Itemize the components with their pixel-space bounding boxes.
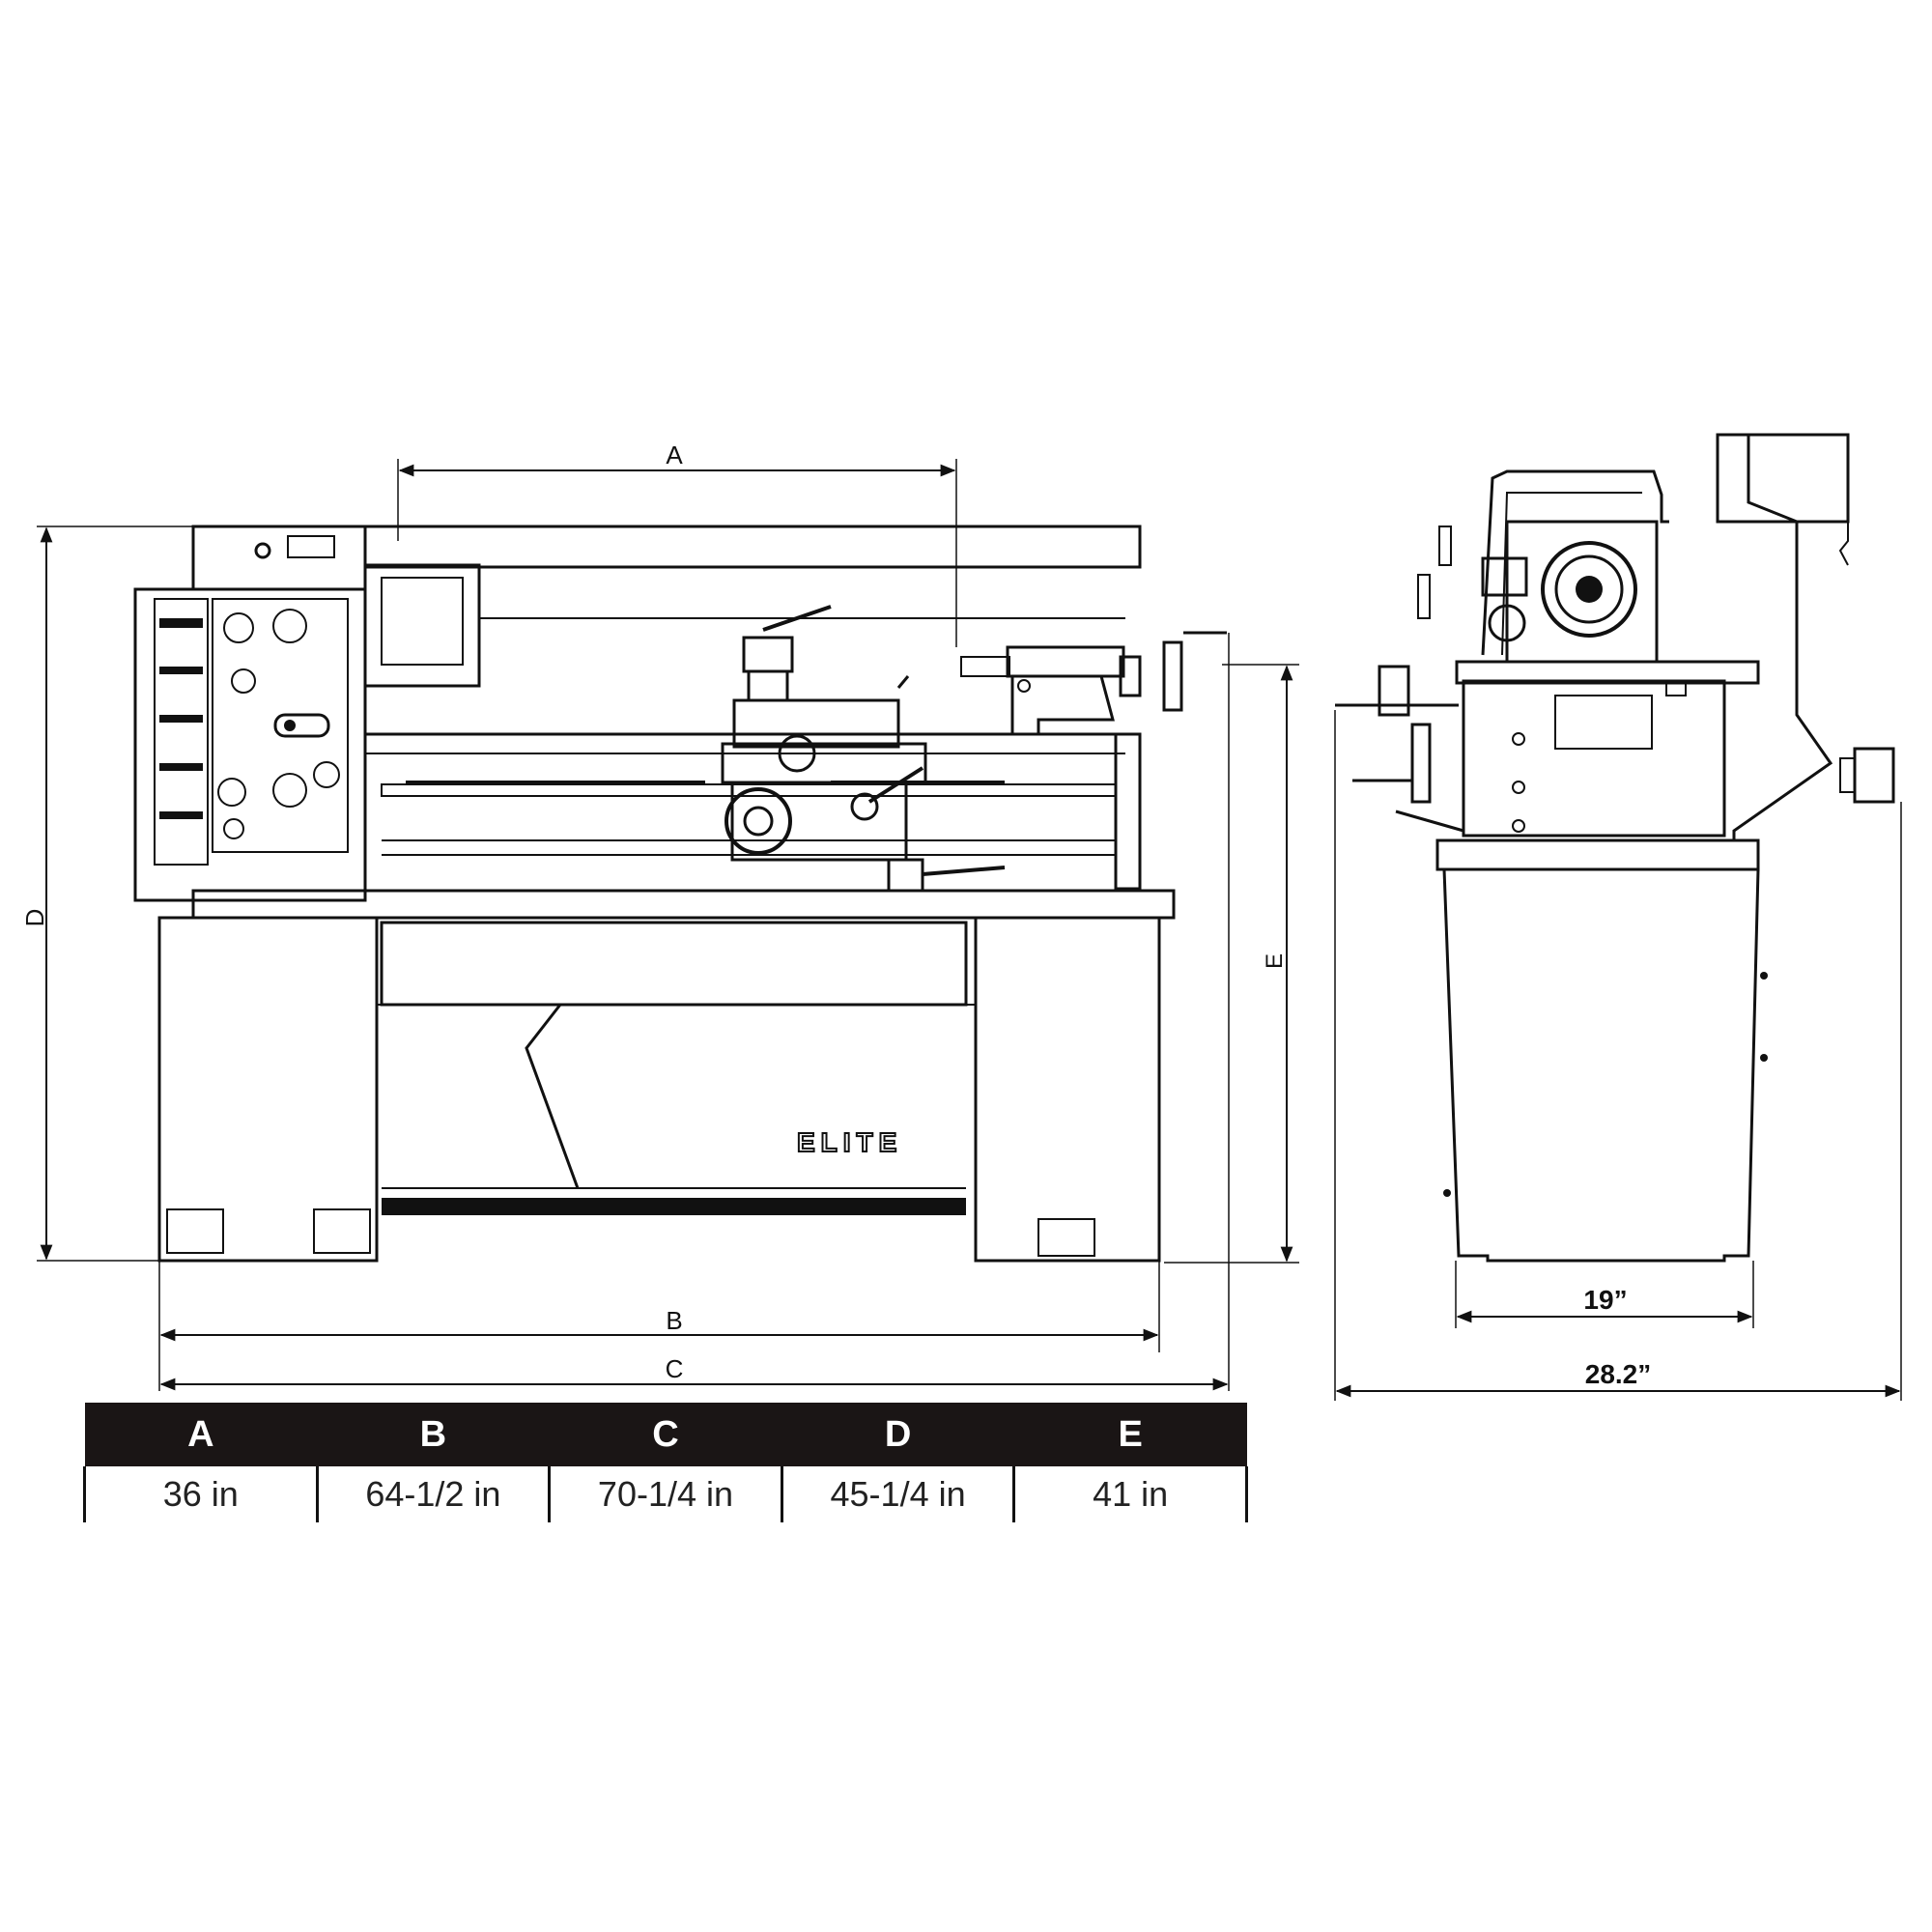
feed-rod-bracket <box>887 858 924 893</box>
table-header-c: C <box>549 1403 782 1466</box>
table-header-row: A B C D E <box>84 1403 1247 1466</box>
dimension-spec-table: A B C D E 36 in 64-1/2 in 70-1/4 in 45-1… <box>83 1403 1248 1522</box>
left-cabinet <box>157 916 379 1263</box>
chip-tray <box>191 889 1176 920</box>
headstock-top <box>191 525 367 591</box>
apron-side <box>1462 679 1726 838</box>
brand-logo: ELITE <box>797 1127 902 1157</box>
table-header-b: B <box>317 1403 550 1466</box>
dimension-e-label: E <box>1262 953 1288 969</box>
apron-handwheel-icon <box>724 787 792 855</box>
headstock-knob-icon <box>254 542 271 559</box>
dimension-d: D <box>20 526 193 1262</box>
table-value-c: 70-1/4 in <box>548 1466 782 1522</box>
side-view <box>1335 433 1895 1263</box>
dimension-side-depth: 28.2” <box>1334 710 1902 1401</box>
table-value-b: 64-1/2 in <box>315 1466 550 1522</box>
dimension-a-label: A <box>666 440 683 469</box>
selector-knob-icon <box>272 609 307 643</box>
cross-slide-handwheel-icon <box>778 734 816 773</box>
center-drawer <box>380 921 968 1007</box>
table-header-a: A <box>84 1403 318 1466</box>
table-value-a: 36 in <box>83 1466 318 1522</box>
dimension-c: C <box>159 633 1230 1391</box>
side-chip-tray <box>1435 838 1760 871</box>
selector-knob-icon <box>231 668 256 694</box>
dimension-a: A <box>397 440 957 647</box>
top-cover <box>1481 469 1669 656</box>
selector-knob-icon <box>313 761 340 788</box>
tailstock-handwheel <box>1162 640 1183 712</box>
motor-end-cap <box>1853 747 1895 804</box>
selector-knob-icon <box>272 773 307 808</box>
speed-switch <box>273 713 330 738</box>
dimension-side-width-label: 19” <box>1583 1285 1627 1315</box>
bed-top-rail <box>363 525 1142 569</box>
dimension-d-label: D <box>20 909 49 927</box>
selector-knob-icon <box>223 818 244 839</box>
dimension-b: B <box>158 1261 1160 1391</box>
apron-knob-icon <box>1512 732 1525 746</box>
apron-knob-icon <box>1512 819 1525 833</box>
table-row: 36 in 64-1/2 in 70-1/4 in 45-1/4 in 41 i… <box>83 1466 1248 1522</box>
cross-slide <box>1455 660 1760 685</box>
motor-housing <box>1716 433 1850 524</box>
table-header-d: D <box>781 1403 1014 1466</box>
dimension-side-width: 19” <box>1455 1261 1754 1328</box>
tailstock <box>960 631 1227 891</box>
dimension-b-label: B <box>666 1306 682 1335</box>
selector-knob-icon <box>217 778 246 807</box>
table-value-d: 45-1/4 in <box>780 1466 1014 1522</box>
table-value-e: 41 in <box>1012 1466 1248 1522</box>
dimension-side-depth-label: 28.2” <box>1585 1359 1652 1389</box>
dimension-e: E <box>1164 664 1299 1264</box>
dimension-c-label: C <box>666 1354 684 1383</box>
chuck-icon <box>1541 541 1637 638</box>
apron-handwheel-side <box>1410 723 1432 804</box>
control-chart <box>154 598 209 866</box>
carriage-handwheel-side <box>1378 665 1410 717</box>
apron-knob-icon <box>1512 781 1525 794</box>
headstock-panel <box>133 587 367 902</box>
table-header-e: E <box>1013 1403 1247 1466</box>
carriage <box>721 605 927 862</box>
side-cabinet <box>1442 868 1760 1263</box>
tool-post <box>1481 556 1528 597</box>
right-cabinet <box>974 916 1161 1263</box>
front-view: ELITE <box>133 525 1227 1263</box>
compound-dial-icon <box>1488 604 1526 642</box>
headstock-window <box>287 535 335 558</box>
drip-pan <box>382 1198 966 1215</box>
selector-knob-icon <box>223 612 254 643</box>
